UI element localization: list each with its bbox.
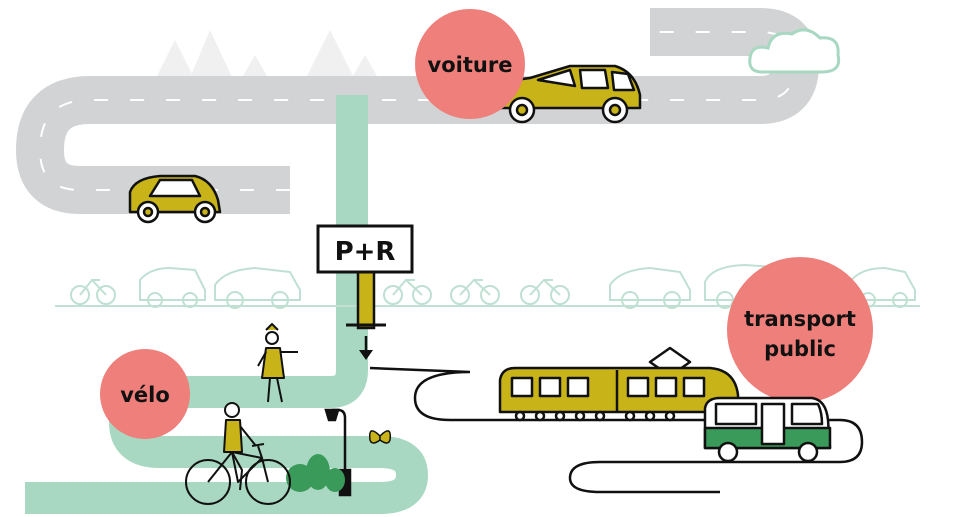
voiture-badge: voiture [415, 9, 525, 119]
bus-icon [703, 396, 832, 463]
butterfly-icon [368, 430, 392, 444]
voiture-car-icon [498, 64, 642, 124]
parked-car-icon [609, 266, 691, 309]
parked-car-icon [139, 266, 206, 308]
velo-label: vélo [120, 383, 170, 407]
parking-strip [55, 263, 920, 309]
park-ride-label: P+R [335, 237, 396, 267]
parked-car-icon [214, 266, 301, 309]
parked-bike-icon [450, 278, 500, 305]
shrubs-icon [286, 454, 345, 492]
transport-badge: transport public [727, 257, 873, 403]
track-line [369, 366, 864, 494]
tram-icon [498, 346, 740, 422]
cycle-path [25, 95, 428, 514]
parked-bike-icon [70, 278, 116, 305]
parked-bike-icon [383, 278, 432, 305]
parked-bike-icon [520, 278, 570, 305]
voiture-label: voiture [428, 53, 513, 77]
pedestrian-icon [257, 323, 298, 403]
streetlamp-icon [324, 408, 352, 497]
transport-label-line2: public [764, 337, 836, 361]
park-ride-sign: P+R [316, 224, 414, 360]
velo-badge: vélo [100, 349, 190, 439]
cloud-icon [748, 28, 841, 74]
small-car-icon [128, 174, 222, 224]
down-arrow-icon [359, 350, 373, 360]
transport-label-line1: transport [744, 307, 856, 331]
cyclist-icon [185, 402, 291, 505]
